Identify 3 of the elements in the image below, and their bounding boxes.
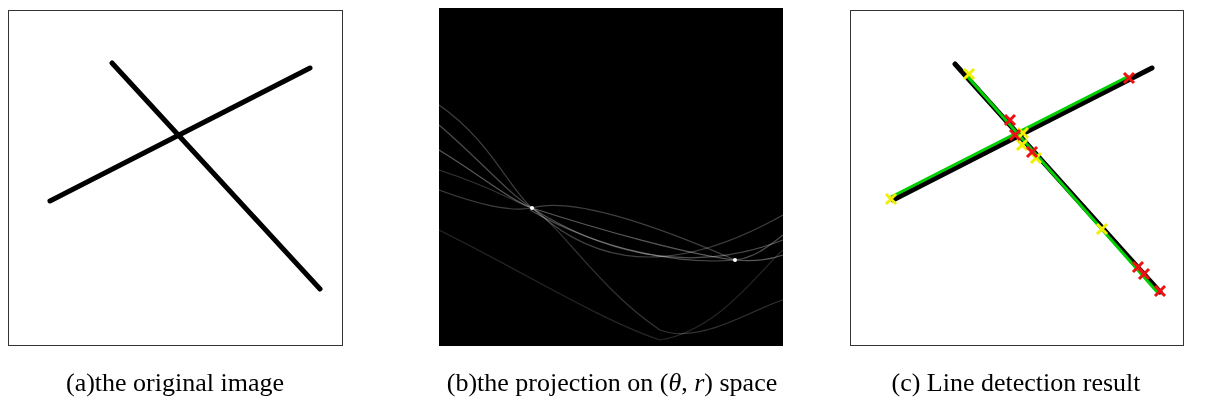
figure-caption: (b)the projection on (θ, r) space <box>446 368 778 398</box>
figure-caption: (c) Line detection result <box>891 368 1141 398</box>
figure-caption: (a)the original image <box>66 368 284 398</box>
